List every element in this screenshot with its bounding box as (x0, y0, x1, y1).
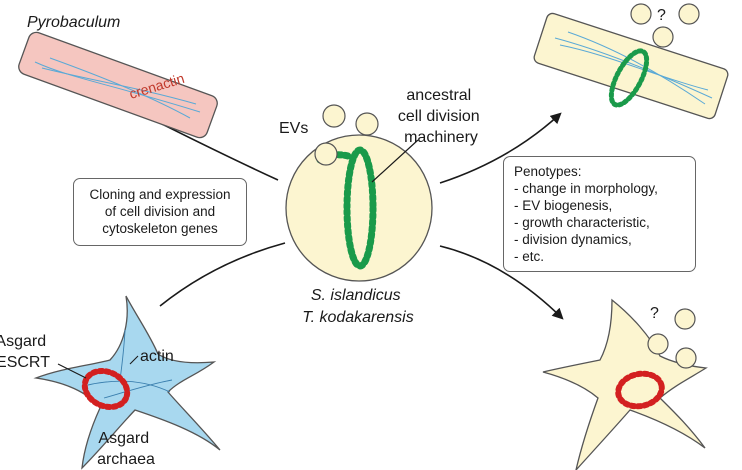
cloning-box-line: cytoskeleton genes (102, 221, 218, 236)
bottom-right-evs (647, 308, 697, 369)
host-evs (314, 104, 379, 166)
actin-label: actin (140, 348, 174, 365)
asgard-archaea-label: Asgard archaea (97, 430, 155, 468)
ev-bubble (322, 104, 346, 128)
asgard-escrt-line2: ESCRT (0, 354, 50, 371)
host-cell (285, 134, 433, 282)
ancestral-label: ancestral cell division machinery (398, 87, 484, 146)
bottom-right-escrt-ring (615, 370, 665, 410)
phenotype-box-line: Penotypes: (514, 164, 582, 179)
phenotype-box-line: - EV biogenesis, (514, 198, 613, 213)
ev-bubble (314, 142, 338, 166)
cloning-box-line: Cloning and expression (89, 187, 231, 202)
cloning-info-box: Cloning and expression of cell division … (73, 178, 247, 246)
asgard-escrt-ring (81, 368, 131, 410)
phenotype-box-line: - change in morphology, (514, 181, 658, 196)
asgard-escrt-line1: Asgard (0, 333, 46, 350)
ev-bubble (630, 3, 652, 25)
phenotype-box-line: - growth characteristic, (514, 215, 650, 230)
ancestral-label-line1: ancestral (406, 87, 471, 104)
cloning-box-line: of cell division and (104, 204, 216, 219)
top-right-evs (630, 3, 700, 48)
asgard-cell (33, 295, 221, 470)
ev-bubble (674, 308, 696, 330)
host-species-label: S. islandicus T. kodakarensis (302, 287, 413, 326)
line-asgard-to-host (159, 242, 286, 307)
ancestral-label-line3: machinery (404, 129, 478, 146)
phenotype-box-line: - division dynamics, (514, 232, 632, 247)
ancestral-pointer-line (371, 139, 419, 183)
asgard-escrt-label: Asgard ESCRT (0, 333, 51, 371)
asgard-archaea-line2: archaea (97, 451, 155, 468)
ev-bubble (678, 3, 700, 25)
crenactin-filaments (34, 57, 201, 119)
actin-pointer-line (129, 355, 139, 365)
connector-lines (159, 112, 564, 320)
ancestral-label-line2: cell division (398, 108, 480, 125)
question-mark-bottom: ? (650, 305, 659, 322)
host-species-line2: T. kodakarensis (302, 309, 413, 326)
evs-label: EVs (279, 120, 308, 137)
arrow-host-to-top-right (439, 112, 562, 184)
pyrobaculum-cell (18, 31, 218, 139)
escrt-pointer-line (57, 363, 87, 379)
host-cell-body (285, 134, 433, 282)
line-pyrobaculum-to-host (161, 123, 279, 181)
ev-bubble (652, 26, 674, 48)
top-right-division-ring (608, 48, 650, 108)
pyrobaculum-label: Pyrobaculum (27, 14, 120, 31)
ev-bubble (355, 112, 379, 136)
asgard-cell-body (33, 295, 221, 470)
asgard-archaea-line1: Asgard (98, 430, 149, 447)
top-right-rod-cell (533, 12, 729, 120)
question-mark-top: ? (657, 7, 666, 24)
arrow-host-to-bottom-right (439, 245, 564, 320)
ev-bubble (675, 347, 697, 369)
phenotype-box-line: - etc. (514, 249, 545, 264)
host-species-line1: S. islandicus (311, 287, 401, 304)
ev-bubble (647, 333, 669, 355)
phenotype-info-box: Penotypes: - change in morphology, - EV … (503, 156, 696, 272)
